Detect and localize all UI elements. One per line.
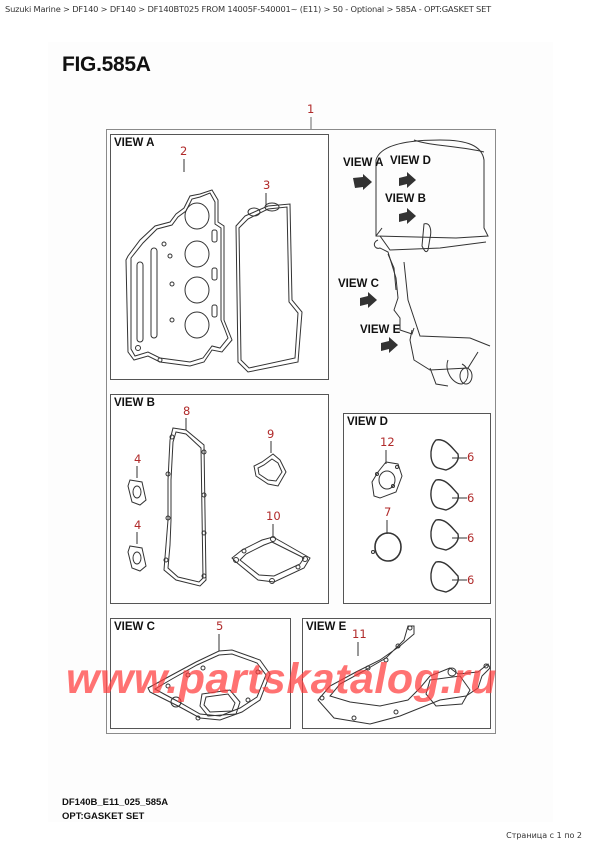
callout-6-d: 6 (467, 573, 475, 587)
view-e-label: VIEW E (306, 621, 347, 633)
motor-label-view-b: VIEW B (385, 193, 426, 205)
view-a-panel: VIEW A (110, 134, 329, 380)
callout-3: 3 (263, 178, 271, 192)
callout-7: 7 (384, 505, 392, 519)
callout-2: 2 (180, 144, 188, 158)
view-d-label: VIEW D (347, 416, 388, 428)
view-b-label: VIEW B (114, 397, 155, 409)
callout-6-a: 6 (467, 450, 475, 464)
motor-label-view-a: VIEW A (343, 157, 384, 169)
callout-12: 12 (380, 435, 395, 449)
figure-code: DF140B_E11_025_585A (62, 797, 169, 808)
motor-label-view-c: VIEW C (338, 278, 379, 290)
callout-5: 5 (216, 619, 224, 633)
motor-label-view-d: VIEW D (390, 155, 431, 167)
callout-4-lower: 4 (134, 518, 142, 532)
callout-11: 11 (352, 627, 367, 641)
figure-caption: OPT:GASKET SET (62, 811, 145, 822)
callout-4-upper: 4 (134, 452, 142, 466)
view-a-label: VIEW A (114, 137, 155, 149)
callout-8: 8 (183, 404, 191, 418)
callout-10: 10 (266, 509, 281, 523)
view-c-panel: VIEW C (110, 618, 291, 729)
callout-6-b: 6 (467, 491, 475, 505)
view-b-panel: VIEW B (110, 394, 329, 604)
callout-1: 1 (307, 102, 315, 116)
page-indicator: Страница с 1 по 2 (506, 831, 582, 840)
breadcrumb[interactable]: Suzuki Marine > DF140 > DF140 > DF140BT0… (5, 4, 492, 14)
view-c-label: VIEW C (114, 621, 155, 633)
motor-label-view-e: VIEW E (360, 324, 401, 336)
view-d-panel: VIEW D (343, 413, 491, 604)
gasket-set-frame (106, 129, 496, 734)
callout-9: 9 (267, 427, 275, 441)
callout-6-c: 6 (467, 531, 475, 545)
figure-title: FIG.585A (62, 53, 151, 76)
